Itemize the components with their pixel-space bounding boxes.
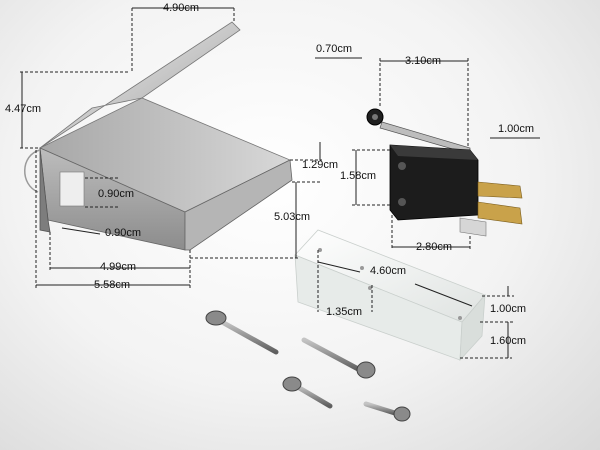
dim-switch-height: 1.58cm	[340, 170, 377, 182]
dim-bracket-side: 5.03cm	[274, 211, 311, 223]
dim-bracket-inner-width: 4.99cm	[100, 261, 137, 273]
dim-bracket-slot-width: 0.90cm	[105, 227, 142, 239]
screw-3	[282, 376, 333, 409]
dim-bracket-slot-height: 0.90cm	[98, 188, 135, 200]
dim-bracket-outer-width: 5.58cm	[94, 279, 131, 291]
screw-1	[205, 310, 279, 355]
dim-bracket-top-width: 4.90cm	[163, 2, 200, 14]
screws	[205, 310, 411, 422]
dim-block-height-bottom: 1.60cm	[490, 335, 527, 347]
dim-block-length: 4.60cm	[370, 265, 407, 277]
dim-switch-width: 2.80cm	[416, 241, 453, 253]
dim-block-height-top: 1.00cm	[490, 303, 527, 315]
micro-switch	[366, 108, 523, 237]
dim-switch-roller: 0.70cm	[316, 43, 353, 55]
dim-switch-lever: 3.10cm	[405, 55, 442, 67]
dimension-lines	[20, 7, 540, 359]
plastic-block	[294, 229, 486, 362]
steel-bracket	[24, 21, 293, 251]
dim-bracket-height: 4.47cm	[5, 103, 42, 115]
screw-2	[301, 337, 376, 379]
screw-4	[363, 401, 411, 422]
dim-block-hole-offset: 1.35cm	[326, 306, 363, 318]
dim-switch-depth: 1.00cm	[498, 123, 535, 135]
dim-bracket-lip: 1.29cm	[302, 159, 339, 171]
